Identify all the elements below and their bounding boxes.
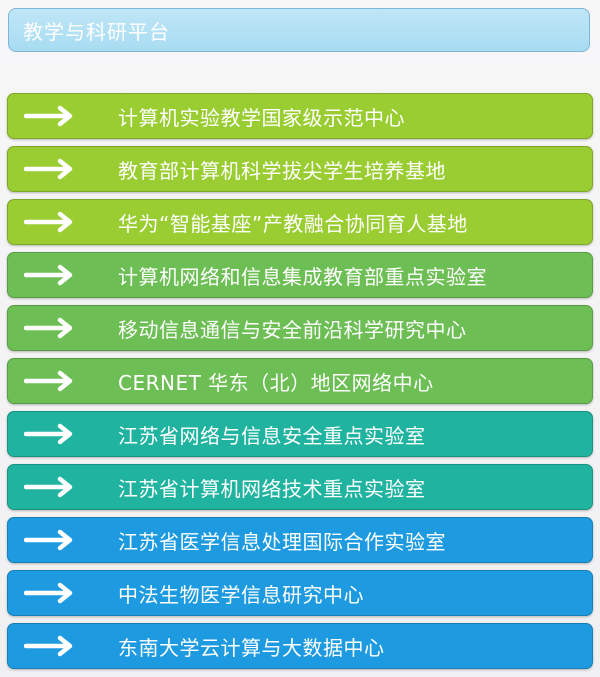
platform-item: 中法生物医学信息研究中心 [7, 570, 593, 616]
right-arrow-icon [24, 105, 73, 127]
right-arrow-icon [24, 211, 73, 233]
right-arrow-icon [24, 423, 73, 445]
platform-item: 江苏省医学信息处理国际合作实验室 [7, 517, 593, 563]
platform-item: 计算机实验教学国家级示范中心 [7, 93, 593, 139]
platform-item: 江苏省网络与信息安全重点实验室 [7, 411, 593, 457]
platform-item: 东南大学云计算与大数据中心 [7, 623, 593, 669]
right-arrow-icon [24, 158, 73, 180]
right-arrow-icon [24, 529, 73, 551]
platform-item-label: 华为“智能基座”产教融合协同育人基地 [118, 211, 468, 236]
platform-item-label: CERNET 华东（北）地区网络中心 [118, 370, 434, 395]
platform-item-label: 江苏省网络与信息安全重点实验室 [118, 423, 426, 448]
right-arrow-icon [24, 635, 73, 657]
platform-list: 计算机实验教学国家级示范中心 教育部计算机科学拔尖学生培养基地 华为“智能基座”… [7, 93, 593, 676]
section-header: 教学与科研平台 [8, 8, 590, 52]
right-arrow-icon [24, 264, 73, 286]
section-title: 教学与科研平台 [23, 19, 170, 44]
platform-item-label: 东南大学云计算与大数据中心 [118, 635, 385, 660]
platform-item: 华为“智能基座”产教融合协同育人基地 [7, 199, 593, 245]
platform-item: 移动信息通信与安全前沿科学研究中心 [7, 305, 593, 351]
platform-item-label: 江苏省医学信息处理国际合作实验室 [118, 529, 446, 554]
right-arrow-icon [24, 476, 73, 498]
platform-item-label: 江苏省计算机网络技术重点实验室 [118, 476, 426, 501]
platform-item: 教育部计算机科学拔尖学生培养基地 [7, 146, 593, 192]
platform-item-label: 移动信息通信与安全前沿科学研究中心 [118, 317, 467, 342]
platform-item: 计算机网络和信息集成教育部重点实验室 [7, 252, 593, 298]
right-arrow-icon [24, 370, 73, 392]
platform-item-label: 中法生物医学信息研究中心 [118, 582, 364, 607]
platform-item: 江苏省计算机网络技术重点实验室 [7, 464, 593, 510]
right-arrow-icon [24, 317, 73, 339]
platform-item-label: 计算机网络和信息集成教育部重点实验室 [118, 264, 487, 289]
platform-item-label: 计算机实验教学国家级示范中心 [118, 105, 405, 130]
right-arrow-icon [24, 582, 73, 604]
platform-item-label: 教育部计算机科学拔尖学生培养基地 [118, 158, 446, 183]
platform-item: CERNET 华东（北）地区网络中心 [7, 358, 593, 404]
